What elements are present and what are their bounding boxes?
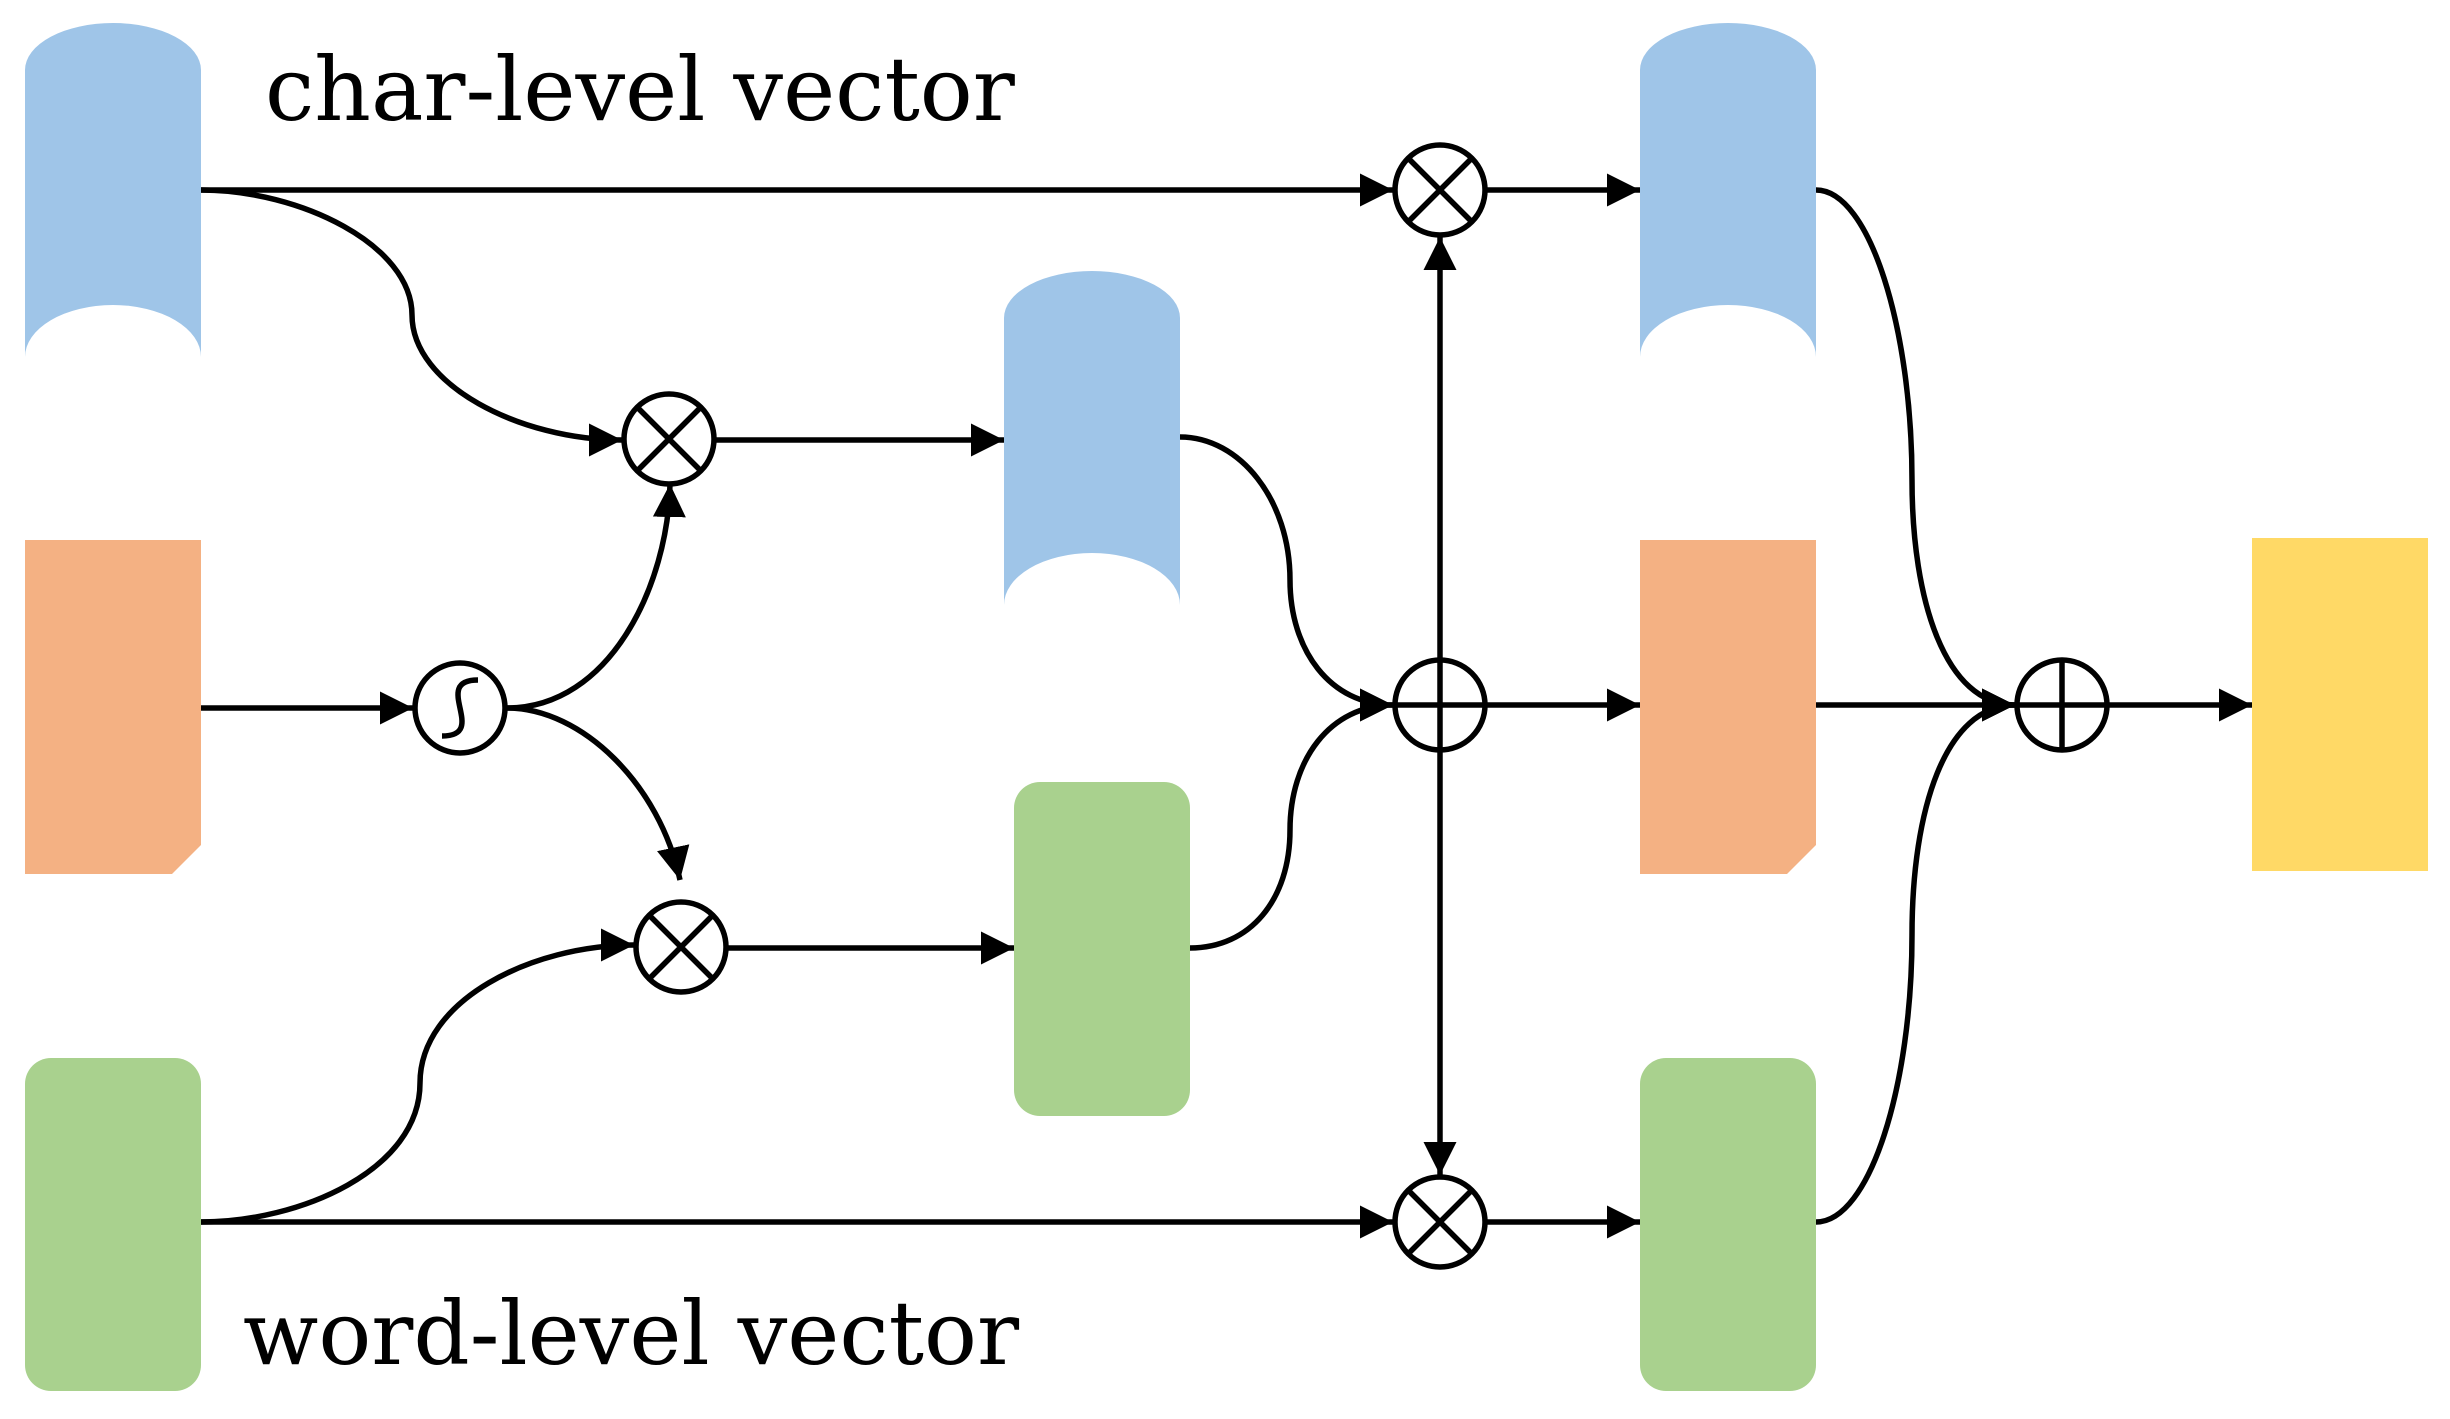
char-level-input-block xyxy=(25,23,201,357)
word-level-input-block xyxy=(25,1058,201,1391)
weighted-word-block xyxy=(1640,1058,1816,1391)
add-op-final xyxy=(2014,657,2110,753)
multiply-op-top xyxy=(1392,142,1488,238)
add-op-center xyxy=(1392,657,1488,753)
gated-word-block xyxy=(1014,782,1190,1116)
wire-sigmoid-to-multiply-a xyxy=(506,483,686,711)
gate-input-block xyxy=(25,540,201,874)
multiply-op-b xyxy=(633,899,729,995)
sigmoid-op xyxy=(412,660,508,756)
wire-gated-char-to-add xyxy=(1179,434,1394,722)
word-level-label: word-level vector xyxy=(243,1282,1020,1385)
gated-char-block xyxy=(1004,271,1180,605)
wire-char-to-multiply-a xyxy=(200,187,623,457)
wire-gated-word-to-add xyxy=(1189,688,1394,951)
weighted-char-block xyxy=(1640,23,1816,357)
fused-gate-block xyxy=(1640,540,1816,874)
wire-word-to-multiply-b xyxy=(200,928,635,1225)
multiply-op-a xyxy=(621,391,717,487)
wire-weighted-char-to-final-add xyxy=(1815,187,2016,722)
output-block xyxy=(2252,538,2428,871)
wire-sigmoid-to-multiply-b xyxy=(506,705,690,881)
multiply-op-bottom xyxy=(1392,1174,1488,1270)
wire-weighted-word-to-final-add xyxy=(1815,688,2016,1225)
char-level-label: char-level vector xyxy=(265,38,1015,141)
